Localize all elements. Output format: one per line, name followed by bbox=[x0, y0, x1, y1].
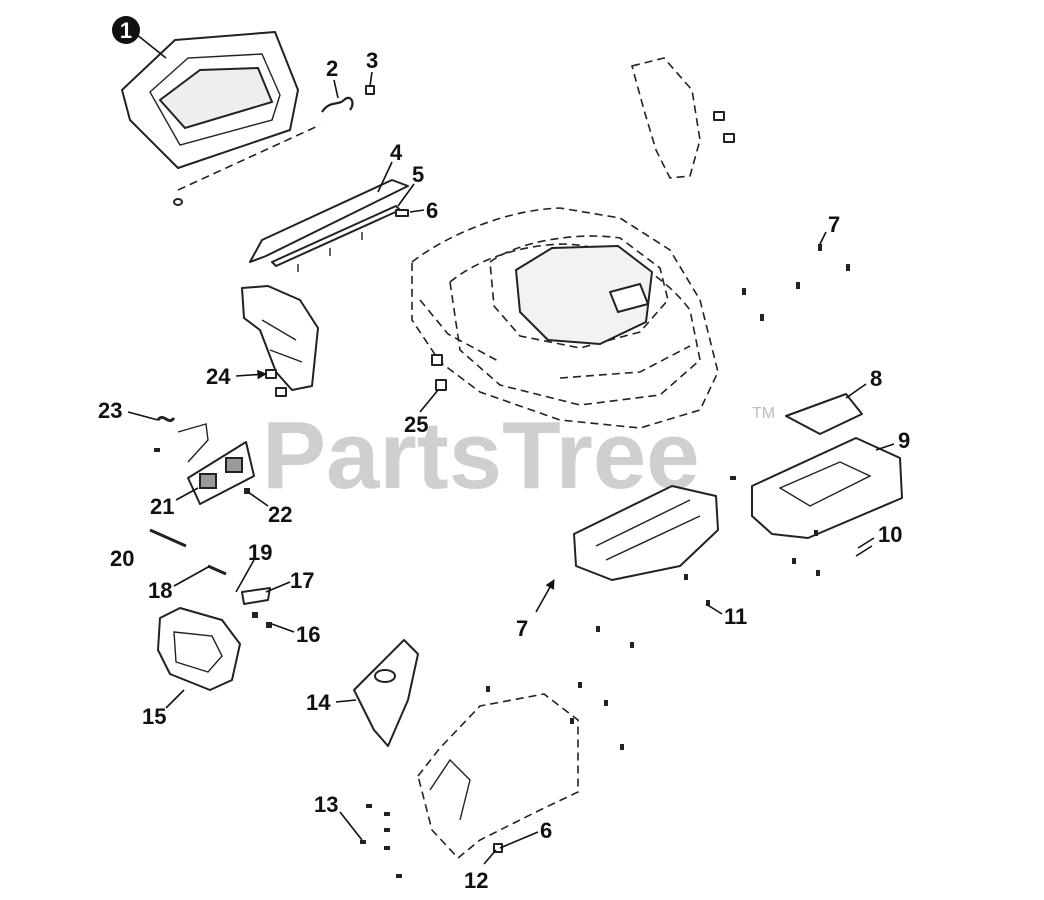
part-18-spring bbox=[207, 564, 227, 576]
callout-24: 24 bbox=[206, 364, 231, 389]
part-14-chute bbox=[353, 639, 419, 747]
part-21-latch bbox=[154, 423, 255, 505]
callout-14: 14 bbox=[306, 690, 331, 715]
callout-13: 13 bbox=[314, 792, 338, 817]
callout-20: 20 bbox=[110, 546, 134, 571]
part-16-screws bbox=[252, 612, 272, 628]
callout-1-badge bbox=[112, 16, 140, 44]
leader-lines bbox=[127, 33, 895, 865]
callout-7-lower: 7 bbox=[516, 616, 528, 641]
callout-18: 18 bbox=[148, 578, 172, 603]
callout-12: 12 bbox=[464, 868, 488, 893]
callout-5: 5 bbox=[412, 162, 424, 187]
part-22-screw bbox=[244, 488, 250, 494]
callout-8: 8 bbox=[870, 366, 882, 391]
front-housing bbox=[573, 476, 736, 581]
mower-deck bbox=[411, 207, 719, 429]
callout-19: 19 bbox=[248, 540, 272, 565]
part-13-screws bbox=[360, 804, 402, 878]
watermark-trademark: TM bbox=[752, 405, 775, 422]
part-6-clip bbox=[395, 209, 409, 217]
part-2-spring bbox=[321, 96, 354, 113]
callout-3: 3 bbox=[366, 48, 378, 73]
part-25-nut bbox=[431, 354, 447, 391]
callout-4: 4 bbox=[390, 140, 403, 165]
part-4-plate bbox=[249, 179, 409, 263]
part-24-bolt bbox=[265, 369, 287, 397]
part-23-spring bbox=[156, 415, 176, 423]
part-8-lens bbox=[785, 393, 863, 435]
part-20-rod bbox=[149, 528, 187, 548]
part-3-nut bbox=[365, 85, 375, 95]
callout-1: 1 bbox=[120, 18, 132, 43]
callout-21: 21 bbox=[150, 494, 174, 519]
part-17-bracket bbox=[241, 587, 271, 605]
callout-25: 25 bbox=[404, 412, 428, 437]
part-15-handle bbox=[157, 607, 241, 691]
part-10-pin bbox=[792, 530, 873, 576]
part-7-screws bbox=[742, 244, 850, 321]
left-axle-bracket bbox=[241, 285, 319, 391]
callout-10: 10 bbox=[878, 522, 902, 547]
callout-11: 11 bbox=[724, 604, 747, 629]
callout-16: 16 bbox=[296, 622, 320, 647]
callout-9: 9 bbox=[898, 428, 910, 453]
callout-23: 23 bbox=[98, 398, 122, 423]
callout-15: 15 bbox=[142, 704, 166, 729]
watermark-text: PartsTree bbox=[262, 402, 700, 509]
rear-housing bbox=[417, 682, 624, 860]
callout-6-lower: 6 bbox=[540, 818, 552, 843]
right-axle-bracket bbox=[631, 57, 735, 179]
callout-2: 2 bbox=[326, 56, 338, 81]
callout-22: 22 bbox=[268, 502, 292, 527]
part-9-cover bbox=[751, 437, 903, 539]
callout-7: 7 bbox=[828, 212, 840, 237]
part-11-screws bbox=[596, 574, 710, 648]
callout-17: 17 bbox=[290, 568, 314, 593]
part-1-shield bbox=[121, 31, 321, 206]
callout-6: 6 bbox=[426, 198, 438, 223]
